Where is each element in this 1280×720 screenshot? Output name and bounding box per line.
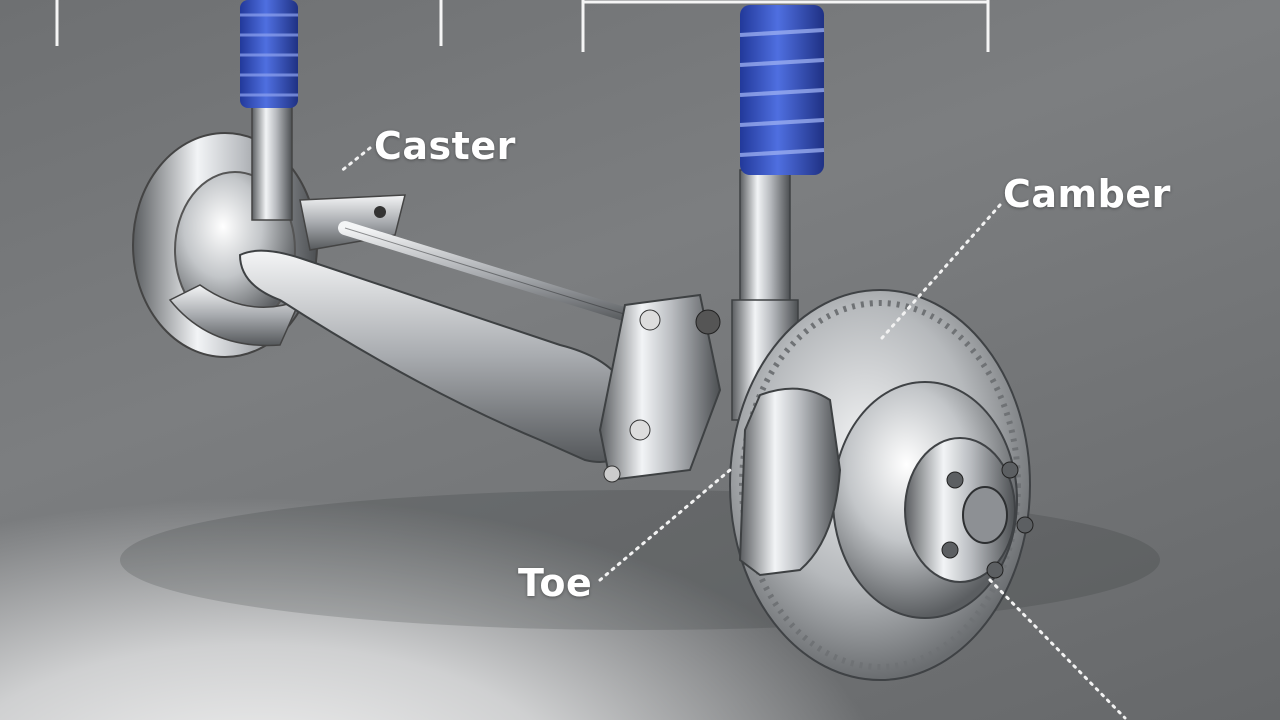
top-bracket-right [581, 0, 990, 52]
leader-lines [338, 146, 1127, 720]
brake-caliper [738, 387, 842, 577]
axle-beam [238, 249, 642, 463]
toe-label: Toe [518, 561, 593, 605]
brake-disc [729, 289, 1034, 681]
camber-label: Camber [1003, 172, 1171, 216]
right-knuckle [598, 293, 722, 483]
left-strut [240, 0, 298, 221]
caster-label: Caster [374, 124, 516, 168]
top-bracket-left [55, 0, 443, 46]
